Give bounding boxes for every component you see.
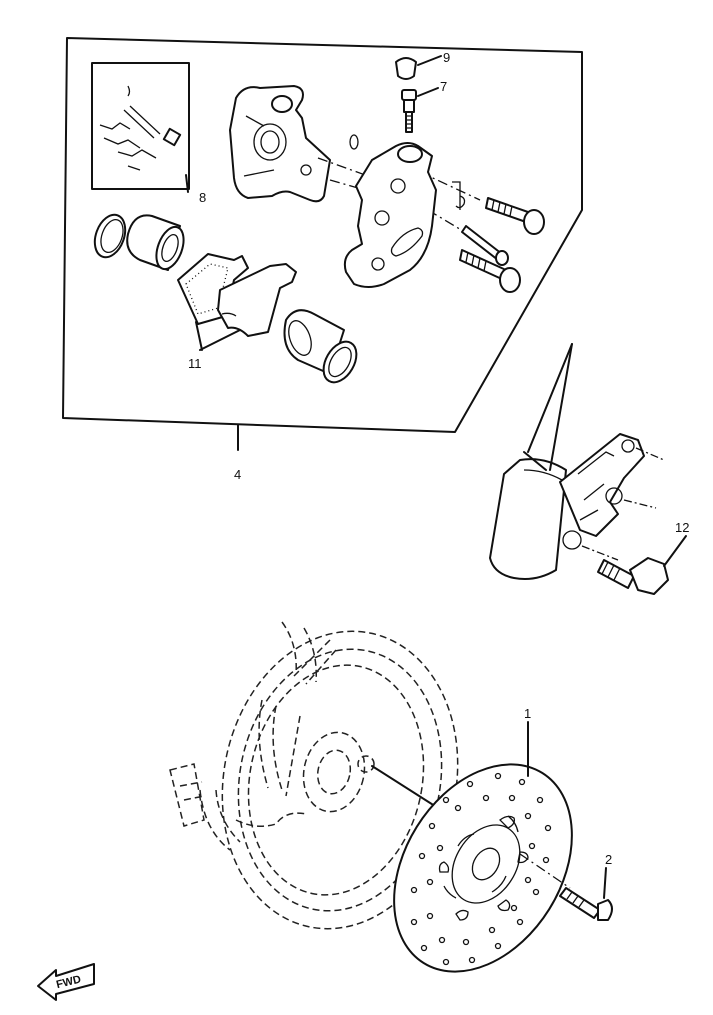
leader-line-9: [417, 55, 442, 66]
brake-pad-rear: [217, 263, 297, 337]
caliper-bolt-upper: [485, 197, 545, 235]
bleed-screw: [401, 89, 417, 133]
disc-mounting-line: [371, 765, 439, 809]
forward-direction-arrow: FWD: [37, 963, 95, 1001]
piston-seal-lower: [322, 340, 358, 384]
o-ring-small: [349, 134, 359, 150]
leader-line-11: [195, 321, 241, 351]
callout-11: 11: [188, 356, 202, 371]
callout-7: 7: [440, 79, 447, 94]
caliper-pin: [461, 225, 509, 266]
callout-4: 4: [234, 467, 241, 482]
disc-vent-holes: [410, 772, 552, 966]
callout-2: 2: [605, 852, 612, 867]
callout-8: 8: [199, 190, 206, 205]
caliper-bolt-lower: [459, 249, 521, 293]
bleed-screw-cap: [395, 57, 417, 80]
front-fork-leg: [489, 343, 665, 580]
pad-spring: [452, 181, 466, 210]
piston-upper: [126, 214, 185, 271]
callout-1: 1: [524, 706, 531, 721]
leader-line-7: [417, 87, 439, 97]
leader-line-2: [603, 867, 607, 899]
disc-screw: [559, 887, 613, 921]
fwd-label: FWD: [55, 973, 82, 991]
brake-disc: [393, 763, 573, 973]
seal-kit-subbox: [91, 62, 190, 193]
leader-line-12: [663, 535, 687, 567]
mounting-bolt: [597, 557, 669, 595]
brake-pad-front: [177, 253, 249, 325]
caliper-bracket: [229, 85, 331, 203]
callout-12: 12: [675, 520, 689, 535]
piston-seal: [93, 213, 127, 259]
callout-9: 9: [443, 50, 450, 65]
caliper-body: [343, 142, 437, 288]
caliper-assembly-frame: [62, 37, 583, 433]
